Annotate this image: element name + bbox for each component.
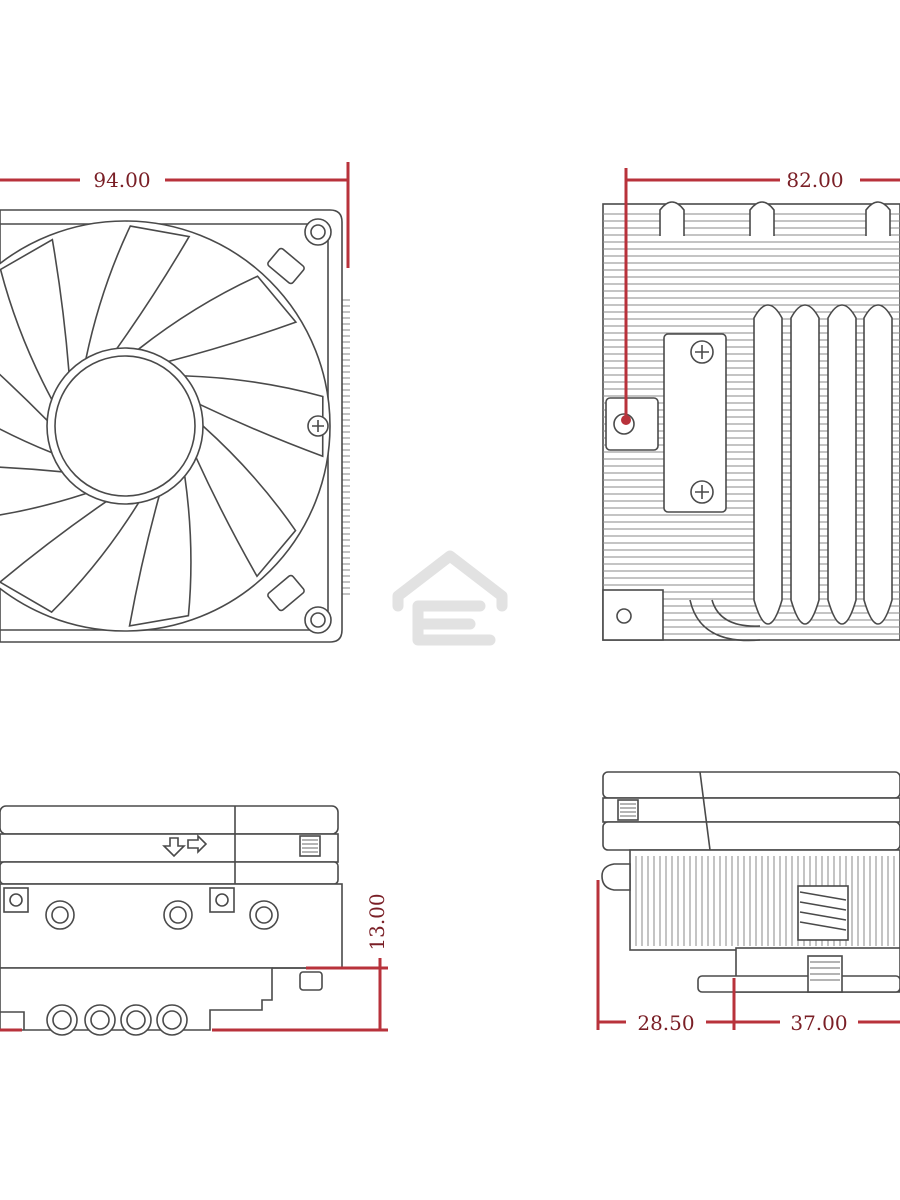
dimension-label-offset-b: 37.00 [790,1011,847,1035]
dimension-label-bottom-height: 13.00 [365,893,389,950]
top-view-holes [3,887,279,930]
base-heatpipe-rings [46,1004,188,1036]
heatpipe-tips [659,201,891,236]
dimension-offsets: 28.50 37.00 [596,880,900,1035]
dimension-front-width: 94.00 [0,162,350,268]
dimension-label-side-width: 82.00 [786,168,843,192]
airflow-arrows-icon [162,834,208,858]
dimension-bottom-height: 13.00 [0,893,389,1032]
side-view [602,201,900,642]
fan-hub [46,347,204,505]
dimension-side-width: 82.00 [621,168,900,425]
dimension-label-front-width: 94.00 [93,168,150,192]
top-view [0,805,343,1036]
mount-hole-top-right [304,218,332,246]
dimension-label-offset-a: 28.50 [637,1011,694,1035]
clip-mount [605,397,659,451]
side-elevation [601,771,900,993]
house-outline-icon [392,550,508,646]
mounting-plate [663,333,727,513]
mount-hole-bottom-right [304,606,332,634]
heatpipes [689,304,893,642]
fan-blades [0,225,324,627]
front-view [0,209,350,643]
